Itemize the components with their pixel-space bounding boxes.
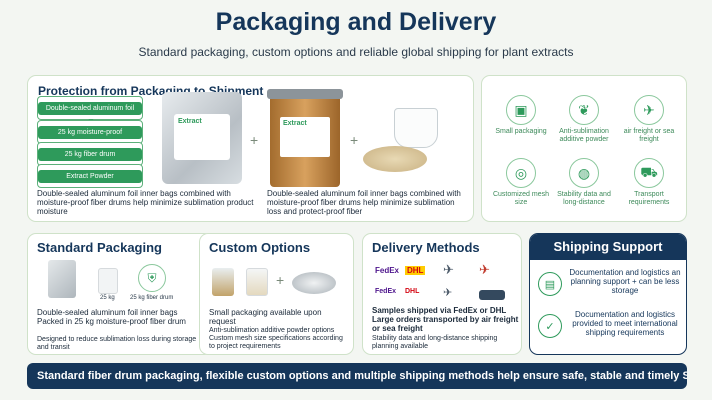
custom-line-2: Anti-sublimation additive powder options: [209, 327, 335, 334]
custom-title: Custom Options: [209, 240, 311, 255]
label-25kg: 25 kg: [100, 295, 115, 301]
delivery-line-3: Stability data and long-distance shippin…: [372, 335, 498, 350]
feature-stability: ◍ Stability data and long-distance: [553, 158, 615, 207]
inner-bag-image: [98, 268, 118, 294]
bag-label: Extract: [174, 114, 230, 160]
support-title: Shipping Support: [530, 234, 686, 260]
leaf-icon: ❦: [569, 95, 599, 125]
box-icon: ▣: [506, 95, 536, 125]
delivery-title: Delivery Methods: [372, 240, 480, 255]
airplane-icon: ✈: [634, 95, 664, 125]
fedex-logo: FedEx: [375, 288, 397, 295]
feature-anti-sublimation: ❦ Anti-sublimation additive powder: [553, 95, 615, 144]
sample-bag-image: [212, 268, 234, 296]
page-subtitle: Standard packaging, custom options and r…: [138, 45, 574, 59]
additive-bag-image: [246, 268, 268, 296]
custom-line-1: Small packaging available upon request: [209, 308, 322, 326]
drum-label: Extract: [280, 117, 330, 157]
powder-tub-image: [394, 108, 438, 148]
standard-line-3: Designed to reduce sublimation loss duri…: [37, 336, 197, 351]
document-icon: ▤: [538, 272, 562, 296]
container-icon: [479, 290, 505, 300]
airplane-icon: ✈: [479, 262, 490, 277]
feature-freight: ✈ air freight or sea freight: [618, 95, 680, 144]
cargo-plane-icon: ✈: [443, 287, 453, 299]
page-title: Packaging and Delivery: [215, 8, 497, 36]
custom-line-3: Custom mesh size specifications accordin…: [209, 335, 343, 350]
shield-icon: ⛨: [138, 264, 166, 292]
globe-icon: ◍: [569, 158, 599, 188]
delivery-line-2: Large orders transported by air freight …: [372, 315, 519, 333]
step-powder: Extract Powder: [37, 164, 143, 188]
truck-icon: ⛟: [634, 158, 664, 188]
airplane-icon: ✈: [443, 262, 454, 277]
delivery-methods-panel: Delivery Methods FedEx DHL ✈ ✈ FedEx DHL…: [362, 233, 522, 355]
foil-bag-image: [48, 260, 76, 298]
fedex-logo: FedEx: [375, 266, 400, 275]
label-fiber-drum: 25 kg fiber drum: [130, 295, 174, 301]
standard-title: Standard Packaging: [37, 240, 162, 255]
protection-desc-left: Double-sealed aluminum foil inner bags c…: [37, 189, 254, 216]
custom-options-panel: Custom Options + Small packaging availab…: [199, 233, 354, 355]
feature-small-packaging: ▣ Small packaging: [490, 95, 552, 136]
drum-lid: [267, 89, 343, 99]
protection-desc-right: Double-sealed aluminum foil inner bags c…: [267, 189, 461, 216]
support-item-1: ▤ Documentation and logistics an plannin…: [538, 268, 681, 306]
plus-icon: +: [250, 132, 259, 148]
standard-line-2: Packed in 25 kg moisture-proof fiber dru…: [37, 317, 186, 326]
check-document-icon: ✓: [538, 314, 562, 338]
feature-transport: ⛟ Transport requirements: [618, 158, 680, 207]
standard-line-1: Double-sealed aluminum foil inner bags: [37, 308, 178, 317]
delivery-line-1: Samples shipped via FedEx or DHL: [372, 306, 507, 315]
fiber-drum-image: Extract: [267, 89, 343, 187]
feature-mesh: ◎ Customized mesh size: [490, 158, 552, 207]
powder-pile-image: [363, 146, 427, 172]
footer-banner: Standard fiber drum packaging, flexible …: [27, 363, 687, 389]
step-foil: Double-sealed aluminum foil: [37, 96, 143, 120]
foil-bag-image: Extract: [162, 92, 242, 184]
shipping-support-panel: Shipping Support ▤ Documentation and log…: [529, 233, 687, 355]
support-item-2: ✓ Documentation and logistics provided t…: [538, 310, 680, 350]
plus-icon: +: [276, 272, 285, 288]
dhl-logo: DHL: [405, 266, 426, 275]
plus-icon: +: [350, 132, 359, 148]
mesh-sieve-image: [292, 272, 336, 294]
standard-packaging-panel: Standard Packaging 25 kg ⛨ 25 kg fiber d…: [27, 233, 213, 355]
dhl-logo: DHL: [405, 288, 420, 295]
drum-icon: ◎: [506, 158, 536, 188]
